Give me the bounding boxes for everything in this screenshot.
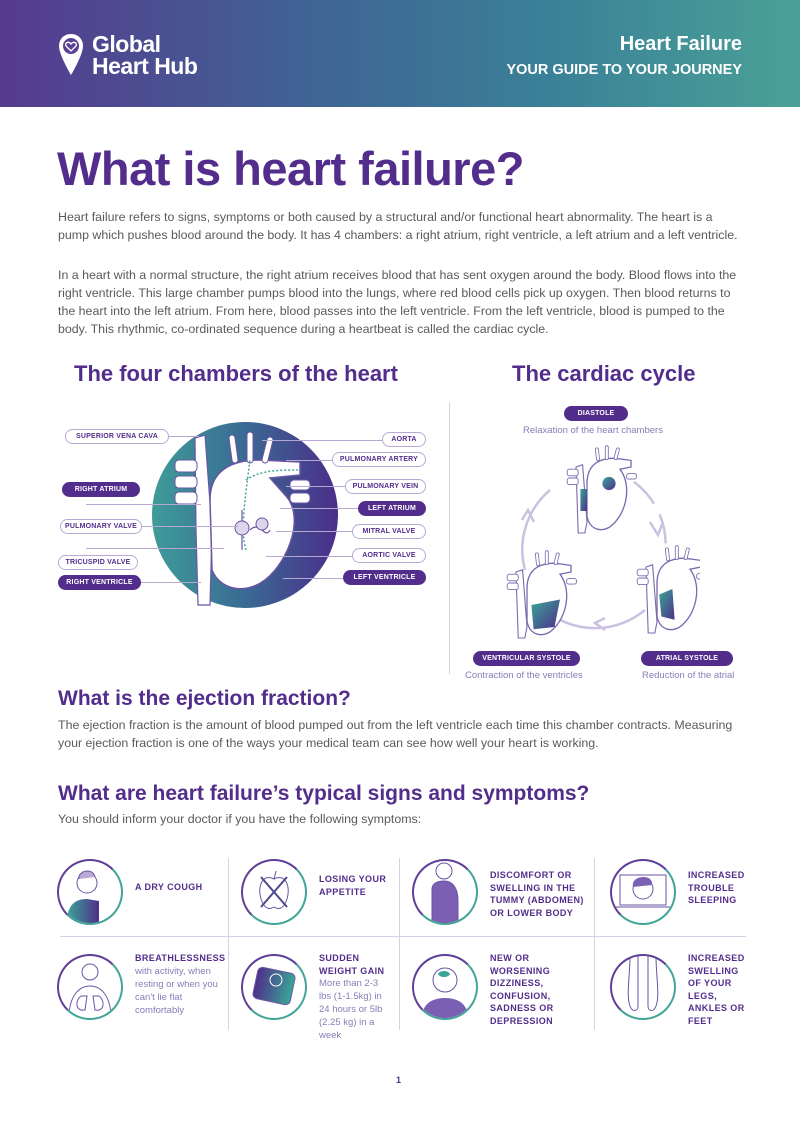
dizzy-icon: [412, 954, 478, 1020]
label-right-atrium: RIGHT ATRIUM: [62, 482, 140, 497]
ejection-heading: What is the ejection fraction?: [58, 687, 351, 710]
symptoms-subtitle: You should inform your doctor if you hav…: [58, 812, 422, 826]
chambers-heading: The four chambers of the heart: [74, 361, 398, 386]
label-superior-vena-cava: SUPERIOR VENA CAVA: [65, 429, 169, 444]
symptom-weight-gain: SUDDEN WEIGHT GAIN More than 2-3 lbs (1-…: [241, 953, 391, 1042]
swollen-feet-icon: [610, 954, 676, 1020]
symptom-title: DISCOMFORT OR SWELLING IN THE TUMMY (ABD…: [490, 870, 584, 918]
symptom-title: INCREASED SWELLING OF YOUR LEGS, ANKLES …: [688, 953, 745, 1026]
label-pulmonary-valve: PULMONARY VALVE: [60, 519, 142, 534]
abdomen-icon: [412, 859, 478, 925]
symptom-trouble-sleeping: INCREASED TROUBLE SLEEPING: [610, 859, 750, 925]
phase-ventricular-systole-label: VENTRICULAR SYSTOLE: [473, 651, 580, 666]
sleep-icon: [610, 859, 676, 925]
label-right-ventricle: RIGHT VENTRICLE: [58, 575, 141, 590]
scale-icon: [241, 954, 307, 1020]
label-left-atrium: LEFT ATRIUM: [358, 501, 426, 516]
symptom-detail: with activity, when resting or when you …: [135, 965, 218, 1016]
phase-atrial-systole-caption: Reduction of the atrial: [642, 670, 735, 681]
symptom-title: NEW OR WORSENING DIZZINESS, CONFUSION, S…: [490, 953, 554, 1026]
label-tricuspid-valve: TRICUSPID VALVE: [58, 555, 138, 570]
cardiac-cycle-heading: The cardiac cycle: [512, 361, 696, 386]
label-pulmonary-vein: PULMONARY VEIN: [345, 479, 426, 494]
map-pin-heart-icon: [59, 34, 83, 75]
symptom-breathlessness: BREATHLESSNESS with activity, when resti…: [57, 953, 226, 1020]
symptom-losing-appetite: LOSING YOUR APPETITE: [241, 859, 391, 925]
symptom-swollen-legs: INCREASED SWELLING OF YOUR LEGS, ANKLES …: [610, 953, 750, 1027]
logo-line-1: Global: [92, 31, 161, 57]
symptom-title: SUDDEN WEIGHT GAIN: [319, 953, 385, 976]
heart-anatomy-diagram: [152, 422, 338, 608]
crossed-apple-icon: [241, 859, 307, 925]
global-heart-hub-logo: Global Heart Hub: [58, 31, 198, 79]
page-title: What is heart failure?: [57, 142, 524, 195]
label-aorta: AORTA: [382, 432, 426, 447]
symptom-title: BREATHLESSNESS: [135, 953, 226, 963]
label-pulmonary-artery: PULMONARY ARTERY: [332, 452, 426, 467]
phase-ventricular-systole-caption: Contraction of the ventricles: [465, 670, 583, 681]
symptom-title: LOSING YOUR APPETITE: [319, 874, 387, 897]
phase-diastole-caption: Relaxation of the heart chambers: [523, 425, 663, 436]
header-subtitle: YOUR GUIDE TO YOUR JOURNEY: [506, 62, 742, 78]
symptom-dizziness: NEW OR WORSENING DIZZINESS, CONFUSION, S…: [412, 953, 592, 1027]
label-left-ventricle: LEFT VENTRICLE: [343, 570, 426, 585]
label-mitral-valve: MITRAL VALVE: [352, 524, 426, 539]
intro-paragraph-2: In a heart with a normal structure, the …: [58, 268, 737, 336]
phase-diastole-label: DIASTOLE: [564, 406, 628, 421]
label-aortic-valve: AORTIC VALVE: [352, 548, 426, 563]
symptom-title: INCREASED TROUBLE SLEEPING: [688, 870, 745, 905]
section-divider: [449, 402, 450, 674]
page-number: 1: [396, 1075, 402, 1085]
lungs-icon: [57, 954, 123, 1020]
ejection-body: The ejection fraction is the amount of b…: [58, 718, 733, 750]
symptom-detail: More than 2-3 lbs (1-1.5kg) in 24 hours …: [319, 978, 383, 1041]
phase-atrial-systole-label: ATRIAL SYSTOLE: [641, 651, 733, 666]
cardiac-cycle-diagram: [505, 445, 700, 640]
header-title: Heart Failure: [619, 33, 742, 55]
symptom-dry-cough: A DRY COUGH: [57, 859, 222, 925]
intro-paragraph-1: Heart failure refers to signs, symptoms …: [58, 210, 738, 242]
logo-line-2: Heart Hub: [92, 53, 198, 79]
symptoms-heading: What are heart failure’s typical signs a…: [58, 782, 590, 805]
symptoms-grid-divider: [60, 936, 746, 937]
page-header: Global Heart Hub Heart Failure YOUR GUID…: [0, 0, 800, 107]
cough-icon: [57, 859, 123, 925]
symptom-abdomen-swelling: DISCOMFORT OR SWELLING IN THE TUMMY (ABD…: [412, 859, 592, 925]
symptom-title: A DRY COUGH: [135, 882, 203, 892]
